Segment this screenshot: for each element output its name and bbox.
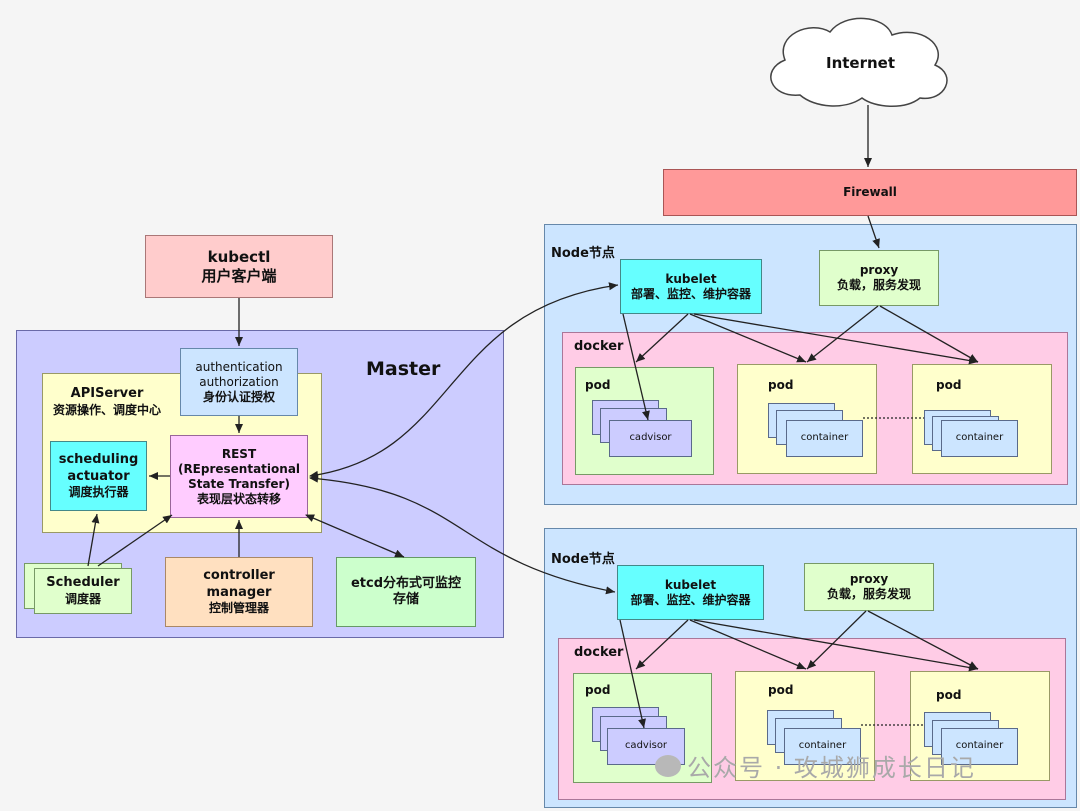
node1-kubelet-box: kubelet 部署、监控、维护容器 [620, 259, 762, 314]
node2-container-box-1: container [784, 728, 861, 765]
node1-container-box-2: container [941, 420, 1018, 457]
node2-cadvisor-box: cadvisor [607, 728, 685, 765]
node2-title: Node节点 [551, 552, 615, 567]
node1-pod2-label: pod [768, 378, 794, 392]
node2-kubelet-box: kubelet 部署、监控、维护容器 [617, 565, 764, 620]
node2-proxy-box: proxy 负载，服务发现 [804, 563, 934, 611]
node1-title: Node节点 [551, 246, 615, 261]
controller-manager-box: controller manager 控制管理器 [165, 557, 313, 627]
node1-container-box-1: container [786, 420, 863, 457]
apiserver-title: APIServer 资源操作、调度中心 [52, 386, 161, 417]
node1-pod-label: pod [585, 378, 611, 392]
wechat-icon [655, 754, 681, 777]
master-title: Master [366, 358, 441, 380]
scheduling-actuator-box: scheduling actuator 调度执行器 [50, 441, 147, 511]
kubectl-box: kubectl 用户客户端 [145, 235, 333, 298]
watermark: 公众号 · 攻城狮成长日记 [655, 748, 976, 783]
node2-pod2-label: pod [768, 683, 794, 697]
node1-docker-label: docker [574, 339, 624, 354]
node2-container-box-2: container [941, 728, 1018, 765]
firewall-box: Firewall [663, 169, 1077, 216]
node2-docker-label: docker [574, 645, 624, 660]
node1-pod3-label: pod [936, 378, 962, 392]
node2-pod3-label: pod [936, 688, 962, 702]
internet-label: Internet [826, 54, 896, 72]
etcd-box: etcd分布式可监控 存储 [336, 557, 476, 627]
auth-box: authentication authorization 身份认证授权 [180, 348, 298, 416]
node2-pod-label: pod [585, 683, 611, 697]
node1-cadvisor-box: cadvisor [609, 420, 692, 457]
node1-proxy-box: proxy 负载，服务发现 [819, 250, 939, 306]
scheduler-box: Scheduler 调度器 [34, 568, 132, 614]
rest-box: REST (REpresentational State Transfer) 表… [170, 435, 308, 518]
